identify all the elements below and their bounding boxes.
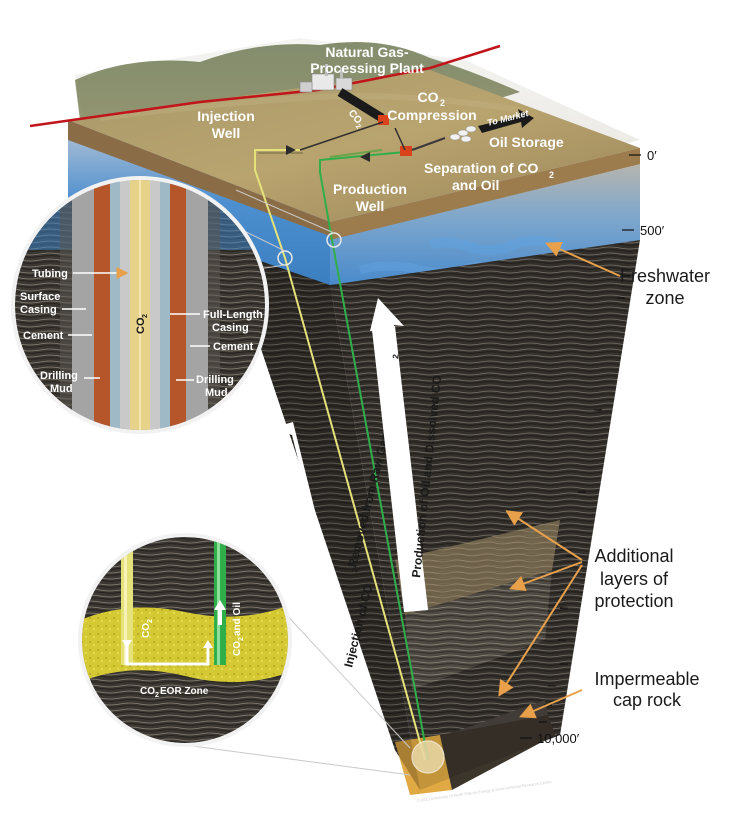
full-length-casing-left: [110, 180, 120, 430]
injection-well-label-line1: Injection: [197, 108, 255, 124]
eor-zone-label: CO: [140, 686, 155, 697]
oil-storage-icon: [449, 125, 477, 143]
cement-left-label: Cement: [23, 330, 64, 342]
plant-label-line2: Processing Plant: [310, 60, 424, 76]
separation-label-line2: and Oil: [452, 177, 499, 193]
freshwater-label-line1: Freshwater: [620, 266, 710, 286]
gas-plant-icon: [299, 64, 353, 93]
compression-icon: [378, 115, 389, 125]
freshwater-label-line2: zone: [645, 288, 684, 308]
eor-zone-layer: [82, 605, 288, 683]
cement-left: [94, 180, 110, 430]
drilling-mud-left-line2: Mud: [50, 383, 73, 395]
eor-zone-label-rest: EOR Zone: [160, 686, 209, 697]
tubing-label: Tubing: [32, 268, 68, 280]
surface-casing-left: [72, 180, 94, 430]
eor-co2-down-label: CO: [141, 623, 152, 638]
inset-co2-label: CO: [135, 317, 147, 334]
compression-label-line2: Compression: [387, 107, 476, 123]
callouts: Freshwater zone Additional layers of pro…: [498, 241, 710, 719]
depth-10000: 10,000′: [537, 731, 580, 746]
caprock-label-line2: cap rock: [613, 690, 682, 710]
layers-callout-arrow-1: [505, 510, 583, 561]
separation-icon: [400, 146, 412, 156]
layers-label-line2: layers of: [600, 569, 669, 589]
production-well-label-line2: Well: [356, 198, 385, 214]
layers-label-line1: Additional: [594, 546, 673, 566]
eor-co2-down-sub: 2: [147, 619, 154, 623]
wells: [254, 145, 445, 774]
surface-casing-label-line2: Casing: [20, 304, 57, 316]
inset-co2-label-sub: 2: [142, 314, 149, 318]
full-length-casing-label-line2: Casing: [212, 322, 249, 334]
depth-scale: 0′ 500′ 10,000′: [520, 148, 665, 746]
caprock-label-line1: Impermeable: [594, 669, 699, 689]
oil-storage-label: Oil Storage: [489, 134, 564, 150]
co2-pipe-label-sub: 2: [354, 123, 362, 131]
rock-column: [228, 240, 640, 795]
eor-co2-oil-sub: 2: [238, 637, 245, 641]
rock-left-face: [228, 250, 420, 790]
depth-0: 0′: [647, 148, 657, 163]
drilling-mud-right-line2: Mud: [205, 387, 228, 399]
grass-surface: [68, 70, 640, 222]
freshwater-right-face: [330, 148, 640, 300]
drilling-mud-right-line1: Drilling: [196, 374, 234, 386]
caprock-callout-arrow: [519, 689, 583, 719]
cement-right: [170, 180, 186, 430]
production-arrow-sub: 2: [391, 353, 400, 359]
depth-500: 500′: [640, 223, 665, 238]
plant-label-line1: Natural Gas-: [325, 44, 409, 60]
eor-zone-label-sub: 2: [155, 692, 159, 699]
drilling-mud-left-line1: Drilling: [40, 370, 78, 382]
full-length-casing-right: [160, 180, 170, 430]
freshwater-callout-arrow: [545, 241, 621, 277]
layers-label-line3: protection: [594, 591, 673, 611]
injection-well-label-line2: Well: [212, 125, 241, 141]
layers-callout-arrow-3: [498, 564, 583, 697]
co2-pipe: [337, 88, 385, 122]
to-market-arrow: [478, 109, 534, 133]
separation-label-line1-sub: 2: [549, 170, 554, 180]
full-length-casing-label-line1: Full-Length: [203, 309, 263, 321]
injection-arrow-sub: 2: [350, 566, 360, 573]
separation-label-line1: Separation of CO: [424, 160, 538, 176]
cement-right-label: Cement: [213, 341, 254, 353]
production-well-label-line1: Production: [333, 181, 407, 197]
surface-casing-label-line1: Surface: [20, 291, 60, 303]
compression-label-line1: CO: [418, 89, 439, 105]
production-well-line: [319, 151, 429, 761]
eor-co2-oil-label: CO: [232, 641, 243, 656]
layers-callout-arrow-2: [509, 561, 583, 592]
surface-casing-right: [186, 180, 208, 430]
injection-arrow-shape: [271, 422, 379, 708]
compression-label-line1-sub: 2: [440, 98, 445, 108]
eor-co2-oil-rest: and Oil: [232, 602, 243, 636]
eor-zone-inset: CO 2 CO 2 and Oil CO 2 EOR Zone: [78, 533, 411, 776]
injection-well-line: [254, 149, 426, 761]
surface-facilities: [29, 44, 534, 156]
